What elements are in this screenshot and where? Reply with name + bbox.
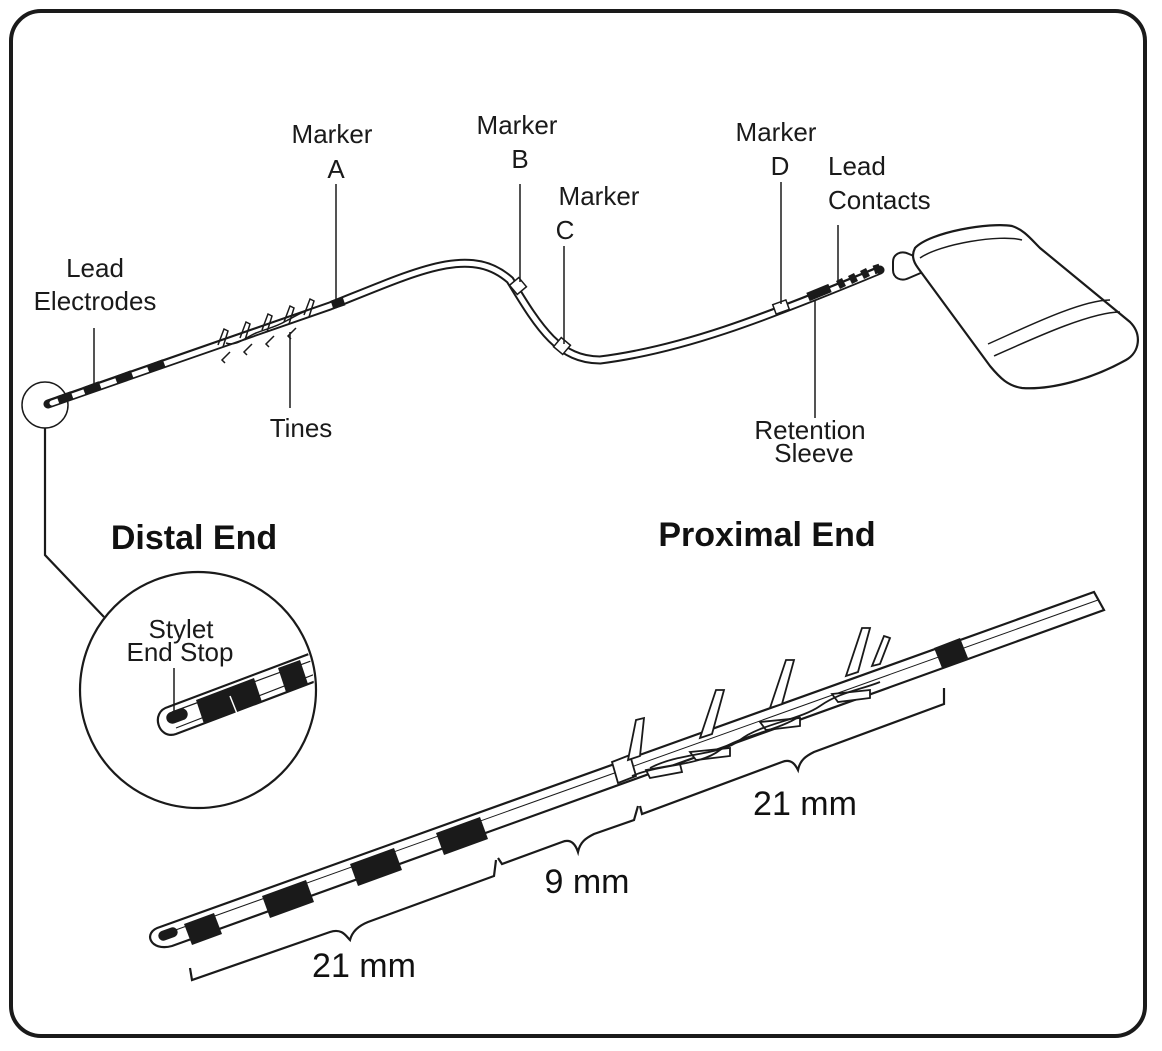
dim-gap: 9 mm <box>545 863 630 901</box>
label-lead-contacts-2: Contacts <box>828 185 931 215</box>
lead-contacts <box>806 263 882 302</box>
label-marker-a-2: A <box>327 154 345 184</box>
label-marker-c-2: C <box>556 215 575 245</box>
label-tines: Tines <box>270 413 333 443</box>
detail-tines <box>626 627 892 780</box>
label-retention-sleeve-2: Sleeve <box>774 438 854 468</box>
marker-c-band <box>552 336 572 356</box>
lead-electrodes <box>56 359 166 404</box>
dim-tine-span: 21 mm <box>753 785 857 823</box>
label-lead-contacts-1: Lead <box>828 151 886 181</box>
label-stylet-2: End Stop <box>127 637 234 667</box>
detail-electrodes <box>184 817 488 945</box>
label-marker-d-1: Marker <box>736 117 817 147</box>
label-marker-d-2: D <box>771 151 790 181</box>
label-marker-c-1: Marker <box>559 181 640 211</box>
lead-overview <box>21 182 1139 618</box>
marker-d-band <box>771 298 791 316</box>
brace-gap <box>497 805 640 866</box>
marker-a-band <box>330 296 346 310</box>
brace-tine-span <box>638 688 946 816</box>
label-stylet-1: Stylet <box>148 614 214 644</box>
label-lead-electrodes-1: Lead <box>66 253 124 283</box>
brace-electrode-span <box>188 859 498 982</box>
title-distal-end: Distal End <box>111 519 277 557</box>
marker-b-band <box>508 276 528 296</box>
dim-electrode-span: 21 mm <box>312 947 416 985</box>
diagram-frame <box>9 9 1147 1038</box>
title-proximal-end: Proximal End <box>658 516 875 554</box>
label-marker-b-1: Marker <box>477 110 558 140</box>
label-retention-sleeve-1: Retention <box>754 415 865 445</box>
label-marker-b-2: B <box>511 144 528 174</box>
distal-zoom <box>78 570 318 810</box>
label-marker-a-1: Marker <box>292 119 373 149</box>
neurostimulator-device <box>892 224 1139 390</box>
label-lead-electrodes-2: Electrodes <box>34 286 157 316</box>
lead-body <box>43 258 885 409</box>
proximal-detail <box>149 590 1106 982</box>
